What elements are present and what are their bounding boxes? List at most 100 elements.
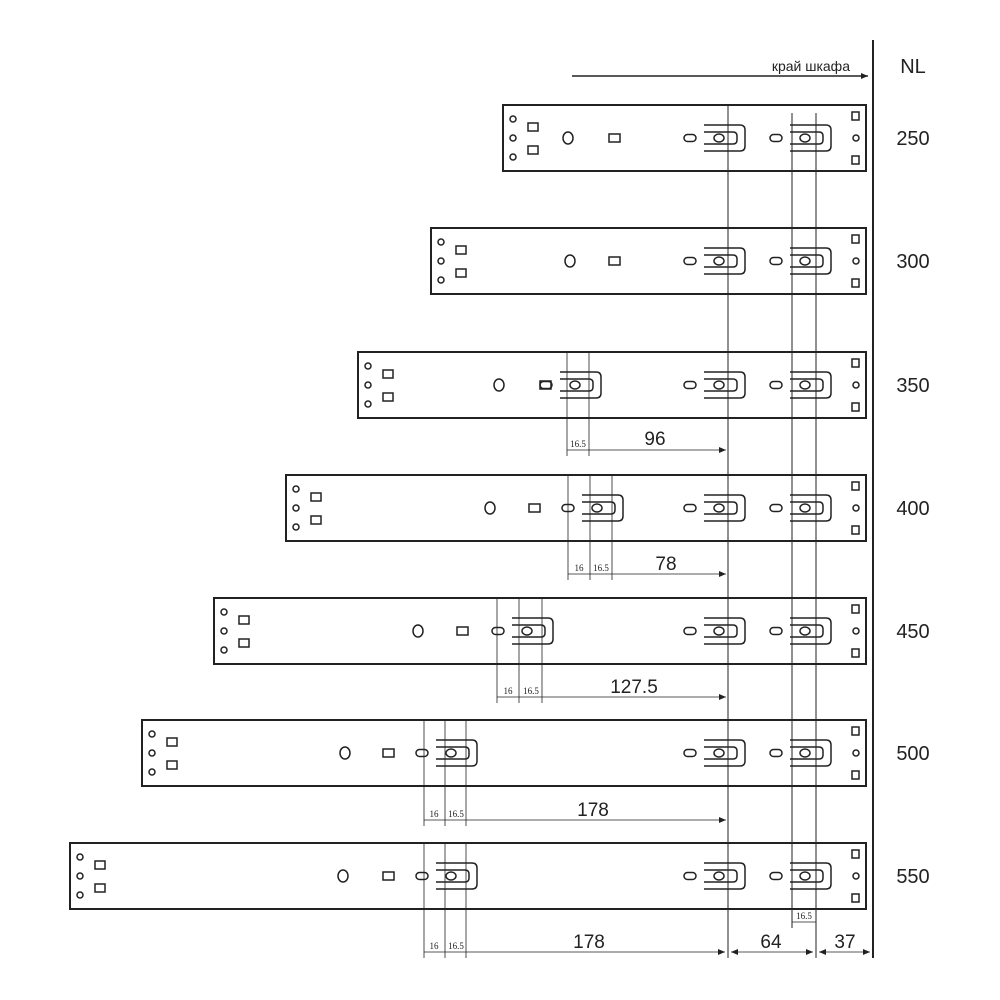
rail-450: 450 — [213, 597, 930, 665]
bracket-inner — [790, 378, 824, 392]
rail-slot — [166, 737, 178, 747]
bracket-outer — [704, 739, 746, 767]
bracket-inner — [704, 501, 738, 515]
bracket-outer — [704, 862, 746, 890]
bracket-inner — [704, 869, 738, 883]
rail-end-slot — [851, 770, 860, 780]
bracket-inner — [436, 869, 470, 883]
nl-value-250: 250 — [896, 128, 929, 150]
rail-bracket-rear — [769, 862, 832, 890]
bracket-slot — [769, 871, 783, 881]
bracket-inner — [436, 746, 470, 760]
bracket-outer — [436, 862, 478, 890]
nl-header: NL — [900, 56, 926, 78]
rail-350: 350 — [357, 351, 930, 419]
rail-hole — [509, 153, 517, 161]
rail-round-hole — [562, 131, 574, 145]
rail-extra-bracket — [539, 371, 602, 399]
rail-extra-bracket — [415, 862, 478, 890]
bracket-hole — [799, 503, 811, 513]
dim-450-a: 16 — [504, 686, 514, 696]
rail-bracket-front — [683, 739, 746, 767]
rail-hole — [220, 646, 228, 654]
bracket-slot — [683, 871, 697, 881]
rail-end-slot — [851, 278, 860, 288]
dim-450-b: 16.5 — [523, 686, 539, 696]
rail-body — [69, 842, 867, 910]
bracket-outer — [704, 124, 746, 152]
dim-400-b: 16.5 — [593, 563, 609, 573]
nl-value-550: 550 — [896, 866, 929, 888]
rail-end-slot — [851, 155, 860, 165]
bracket-inner — [704, 254, 738, 268]
bracket-slot — [415, 871, 429, 881]
bracket-slot — [415, 748, 429, 758]
bracket-outer — [790, 494, 832, 522]
rail-extra-bracket — [491, 617, 554, 645]
dim-400-main: 78 — [655, 554, 676, 575]
bracket-hole — [799, 871, 811, 881]
dimensions-group: 16.5 96 16 16.5 78 16 16.5 127.5 — [423, 352, 870, 958]
rail-round-hole — [337, 869, 349, 883]
bracket-outer — [790, 862, 832, 890]
rail-body — [502, 104, 867, 172]
rail-hole — [220, 627, 228, 635]
dim-550-b: 16.5 — [448, 941, 464, 951]
bracket-slot — [683, 748, 697, 758]
rail-small-slot — [382, 871, 395, 881]
rail-slot — [455, 245, 467, 255]
rail-bracket-rear — [769, 124, 832, 152]
dim-500-b: 16.5 — [448, 809, 464, 819]
rail-small-slot — [456, 626, 469, 636]
rail-hole — [364, 381, 372, 389]
bracket-hole — [569, 380, 581, 390]
bracket-inner — [790, 501, 824, 515]
bracket-inner — [582, 501, 616, 515]
rail-extra-bracket — [561, 494, 624, 522]
bracket-outer — [436, 739, 478, 767]
bracket-slot — [769, 256, 783, 266]
rail-hole — [76, 891, 84, 899]
bracket-outer — [790, 124, 832, 152]
rail-end-slot — [851, 648, 860, 658]
dim-500-a: 16 — [430, 809, 440, 819]
nl-value-350: 350 — [896, 375, 929, 397]
rail-bracket-front — [683, 371, 746, 399]
bracket-hole — [713, 380, 725, 390]
rail-round-hole — [484, 501, 496, 515]
rail-bracket-front — [683, 247, 746, 275]
rail-end-slot — [851, 402, 860, 412]
bracket-hole — [713, 133, 725, 143]
rail-end-slot — [851, 604, 860, 614]
bracket-hole — [713, 256, 725, 266]
bracket-inner — [790, 254, 824, 268]
rail-hole — [364, 362, 372, 370]
nl-value-400: 400 — [896, 498, 929, 520]
rail-bracket-rear — [769, 494, 832, 522]
rail-slot — [94, 883, 106, 893]
bracket-hole — [445, 871, 457, 881]
bracket-slot — [683, 256, 697, 266]
bracket-hole — [799, 380, 811, 390]
bracket-slot — [769, 133, 783, 143]
rail-body — [141, 719, 867, 787]
bracket-inner — [704, 131, 738, 145]
dimension-set-400: 16 16.5 78 — [567, 476, 726, 580]
rail-end-hole — [852, 504, 860, 512]
rail-hole — [509, 115, 517, 123]
rail-550: 550 — [69, 842, 930, 910]
rail-body — [430, 227, 867, 295]
rail-end-slot — [851, 726, 860, 736]
rail-bracket-front — [683, 124, 746, 152]
bracket-outer — [704, 247, 746, 275]
bracket-hole — [445, 748, 457, 758]
bracket-slot — [683, 626, 697, 636]
rail-end-hole — [852, 134, 860, 142]
rail-end-slot — [851, 893, 860, 903]
dim-550-a: 16 — [430, 941, 440, 951]
rail-end-slot — [851, 111, 860, 121]
rail-slot — [310, 515, 322, 525]
rail-hole — [509, 134, 517, 142]
rail-hole — [437, 276, 445, 284]
